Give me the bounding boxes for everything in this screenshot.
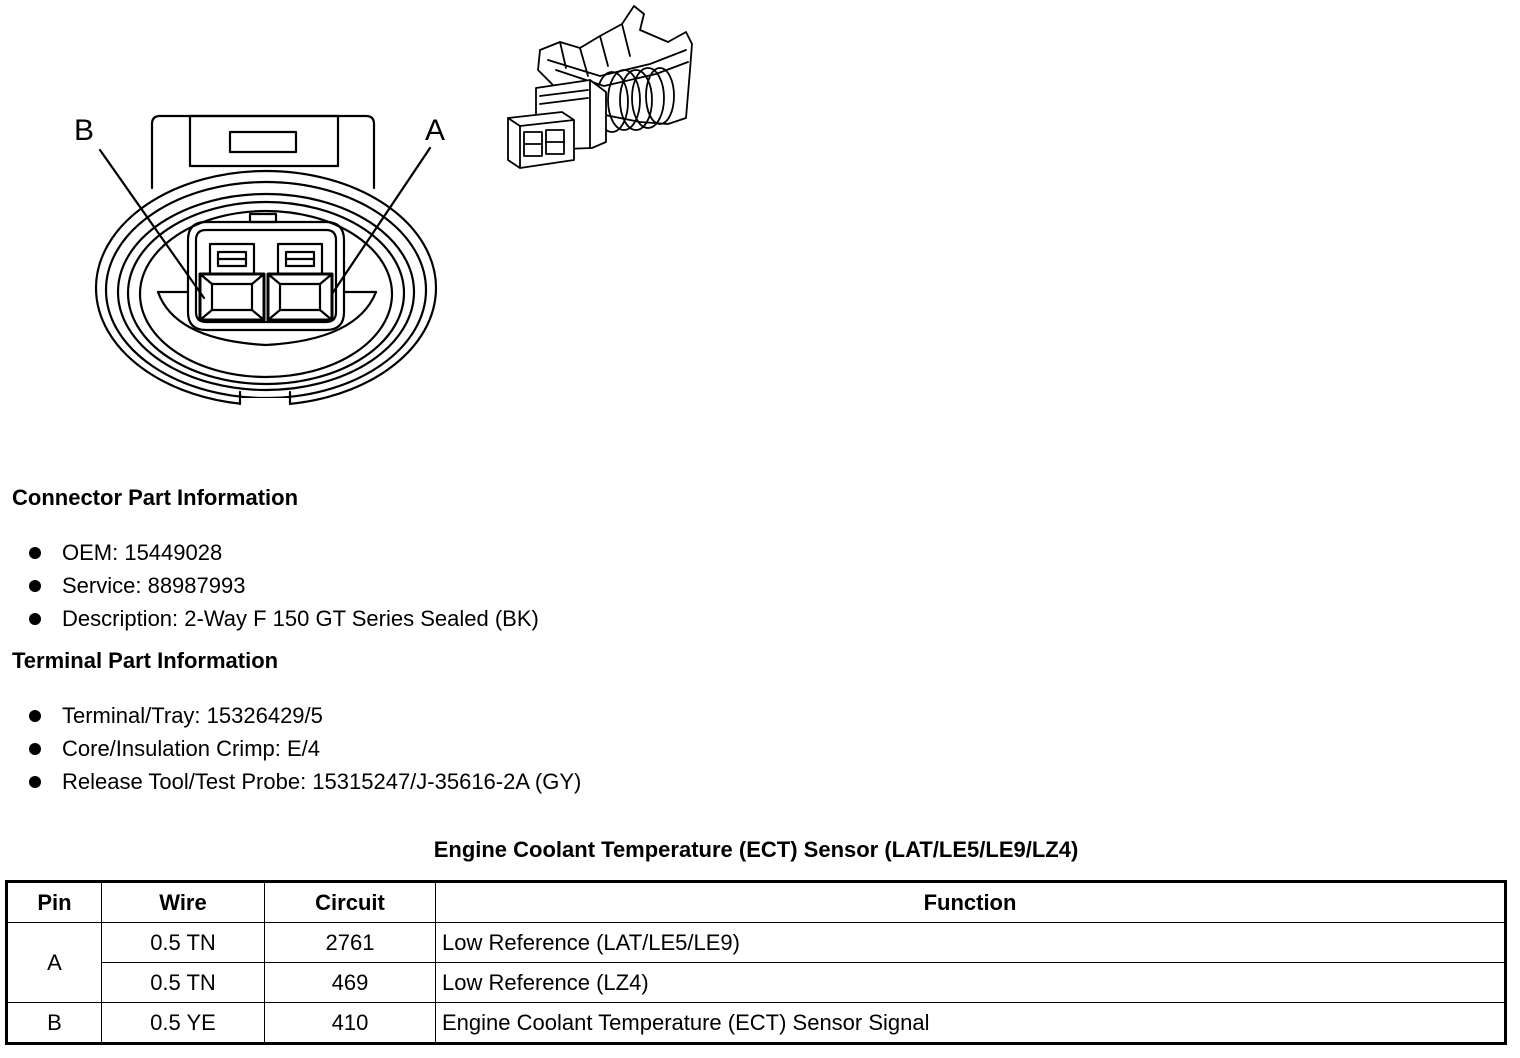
list-item: Terminal/Tray: 15326429/5	[28, 703, 581, 736]
table-row: B 0.5 YE 410 Engine Coolant Temperature …	[6, 1002, 1506, 1044]
table-header-row: Pin Wire Circuit Function	[6, 881, 1506, 923]
list-item: Release Tool/Test Probe: 15315247/J-3561…	[28, 769, 581, 802]
list-item-text: Core/Insulation Crimp: E/4	[62, 736, 320, 761]
bullet-icon	[29, 613, 41, 625]
column-header-function: Function	[435, 881, 1506, 923]
pin-a-callout: A	[425, 114, 446, 147]
wire-cell: 0.5 TN	[101, 962, 265, 1003]
column-header-circuit: Circuit	[264, 881, 436, 923]
list-item-text: Release Tool/Test Probe: 15315247/J-3561…	[62, 769, 582, 794]
bullet-icon	[29, 743, 41, 755]
connector-info-heading: Connector Part Information	[12, 485, 299, 510]
wire-cell: 0.5 YE	[101, 1002, 265, 1044]
terminal-info-heading: Terminal Part Information	[12, 648, 279, 673]
list-item: OEM: 15449028	[28, 540, 539, 573]
circuit-cell: 2761	[264, 922, 436, 963]
connector-isometric-view	[507, 5, 693, 169]
list-item-text: Description: 2-Way F 150 GT Series Seale…	[62, 606, 539, 631]
bullet-icon	[29, 776, 41, 788]
leader-line-a	[330, 146, 432, 296]
connector-diagram	[94, 5, 693, 412]
bullet-icon	[29, 547, 41, 559]
table-row: A 0.5 TN 2761 Low Reference (LAT/LE5/LE9…	[6, 922, 1506, 1003]
terminal-info-list: Terminal/Tray: 15326429/5 Core/Insulatio…	[28, 703, 581, 802]
bullet-icon	[29, 580, 41, 592]
list-item: Core/Insulation Crimp: E/4	[28, 736, 581, 769]
pin-cell: A	[6, 922, 102, 1003]
function-cell: Low Reference (LAT/LE5/LE9)	[435, 922, 1506, 963]
list-item-text: Terminal/Tray: 15326429/5	[62, 703, 323, 728]
bullet-icon	[29, 710, 41, 722]
function-cell: Engine Coolant Temperature (ECT) Sensor …	[435, 1002, 1506, 1044]
table-row: 0.5 TN 469 Low Reference (LZ4)	[7, 962, 1506, 1003]
wire-cell: 0.5 TN	[101, 922, 265, 963]
list-item: Service: 88987993	[28, 573, 539, 606]
table-title: Engine Coolant Temperature (ECT) Sensor …	[433, 837, 1079, 862]
circuit-cell: 410	[264, 1002, 436, 1044]
list-item-text: OEM: 15449028	[62, 540, 223, 565]
leader-line-b	[98, 148, 206, 300]
connector-info-list: OEM: 15449028 Service: 88987993 Descript…	[28, 540, 539, 639]
list-item: Description: 2-Way F 150 GT Series Seale…	[28, 606, 539, 639]
function-cell: Low Reference (LZ4)	[435, 962, 1506, 1003]
pin-b-callout: B	[74, 114, 95, 147]
column-header-wire: Wire	[101, 881, 265, 923]
list-item-text: Service: 88987993	[62, 573, 246, 598]
circuit-cell: 469	[264, 962, 436, 1003]
connector-face-view	[94, 114, 438, 412]
column-header-pin: Pin	[6, 881, 102, 923]
pinout-table: Pin Wire Circuit Function A 0.5 TN 2761 …	[5, 880, 1507, 1045]
pin-cell: B	[6, 1002, 102, 1044]
